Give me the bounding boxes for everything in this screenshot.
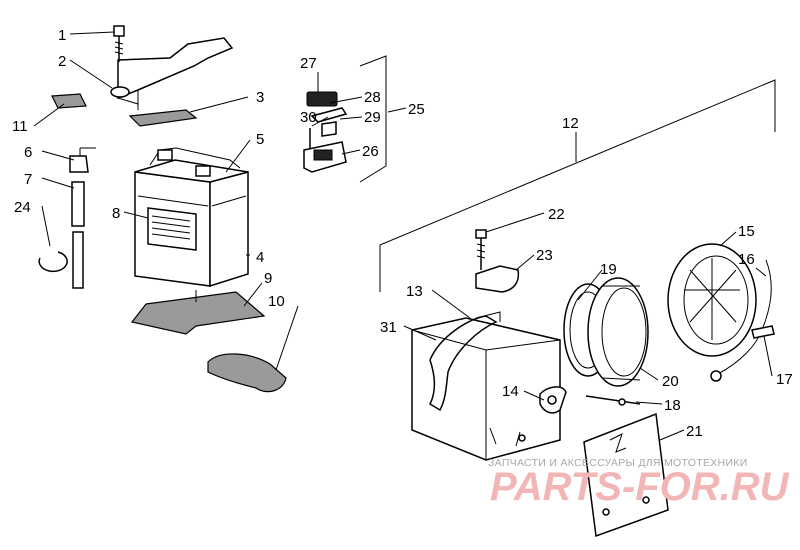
callout-27: 27	[300, 55, 317, 72]
fuse-holder-assembly	[303, 91, 348, 173]
callout-20: 20	[662, 373, 679, 390]
battery-pad	[130, 291, 266, 335]
callout-18: 18	[664, 397, 681, 414]
callout-3: 3	[256, 89, 264, 106]
leader-lines	[33, 31, 773, 441]
callout-15: 15	[738, 223, 755, 240]
callout-13: 13	[406, 283, 423, 300]
battery-label	[147, 207, 197, 251]
callout-19: 19	[600, 261, 617, 278]
clamp	[475, 265, 520, 293]
watermark-caption: ЗАПЧАСТИ И АКСЕССУАРЫ ДЛЯ МОТОТЕХНИКИ	[488, 457, 748, 469]
air-box-housing	[411, 311, 567, 461]
rubber-pad-small	[51, 93, 87, 109]
callout-2: 2	[58, 53, 66, 70]
rubber-strip	[128, 109, 198, 127]
callout-5: 5	[256, 131, 264, 148]
terminal-cover	[207, 353, 287, 393]
callout-22: 22	[548, 206, 565, 223]
watermark: ЗАПЧАСТИ И АКСЕССУАРЫ ДЛЯ МОТОТЕХНИКИ PA…	[488, 457, 790, 509]
washer	[110, 86, 130, 98]
callout-6: 6	[24, 144, 32, 161]
callout-28: 28	[364, 89, 381, 106]
mounting-ring	[587, 277, 649, 387]
assembly-bracket-12	[379, 79, 776, 292]
callout-17: 17	[776, 371, 793, 388]
screw	[475, 229, 487, 270]
filter-screen	[583, 412, 669, 538]
callout-23: 23	[536, 247, 553, 264]
callout-7: 7	[24, 171, 32, 188]
watermark-logo: PARTS-FOR.RU	[490, 465, 790, 509]
assembly-bracket-25	[359, 55, 387, 183]
callout-31: 31	[380, 319, 397, 336]
pin	[585, 395, 641, 405]
callout-29: 29	[364, 109, 381, 126]
callout-21: 21	[686, 423, 703, 440]
battery	[134, 147, 249, 288]
vent-tube	[69, 147, 96, 289]
callout-24: 24	[14, 199, 31, 216]
callout-30: 30	[300, 109, 317, 126]
hold-down-strap	[117, 37, 234, 110]
callout-16: 16	[738, 251, 755, 268]
callout-12: 12	[562, 115, 579, 132]
bolt	[113, 25, 125, 62]
callout-4: 4	[256, 249, 264, 266]
callout-9: 9	[264, 270, 272, 287]
callout-labels: 1 2 3 4 5 6 7 8 9 10 11 12 13 14 15 16 1…	[12, 27, 793, 440]
callout-25: 25	[408, 101, 425, 118]
callout-10: 10	[268, 293, 285, 310]
callout-26: 26	[362, 143, 379, 160]
callout-11: 11	[12, 118, 28, 135]
callout-1: 1	[58, 27, 66, 44]
callout-14: 14	[502, 383, 519, 400]
end-cap	[667, 243, 757, 357]
hose-clamp	[38, 251, 68, 273]
callout-8: 8	[112, 205, 120, 222]
